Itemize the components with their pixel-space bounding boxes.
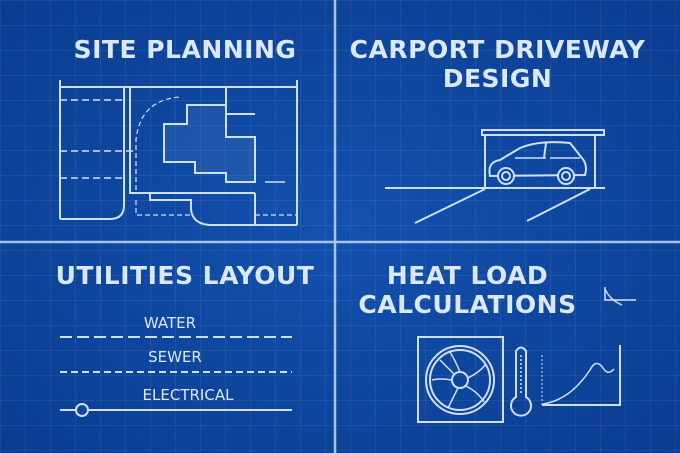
heat-load-title-line1: HEAT LOAD	[386, 261, 549, 290]
electrical-node-icon	[75, 403, 89, 417]
carport-drawing	[385, 129, 605, 224]
heat-load-title-line2: CALCULATIONS	[358, 289, 577, 319]
carport-title-line2: DESIGN	[442, 63, 553, 93]
curve-chart-icon	[542, 345, 621, 406]
heat-load-drawing	[417, 287, 636, 423]
utilities-layout-title: UTILITIES LAYOUT	[55, 261, 315, 290]
carport-driveway-title: CARPORT DRIVEWAY DESIGN	[340, 35, 655, 94]
water-label: WATER	[143, 314, 197, 332]
fan-unit-icon	[417, 336, 504, 423]
heat-load-title: HEAT LOAD CALCULATIONS	[345, 261, 590, 320]
decay-curve-icon	[604, 287, 636, 306]
site-planning-title: SITE PLANNING	[73, 35, 297, 64]
car-icon	[488, 141, 587, 178]
utility-lines	[60, 336, 292, 417]
carport-title-line1: CARPORT DRIVEWAY	[349, 35, 646, 64]
site-plan-drawing	[59, 80, 298, 226]
thermometer-icon	[510, 346, 532, 417]
electrical-label: ELECTRICAL	[142, 386, 234, 404]
sewer-label: SEWER	[148, 348, 202, 366]
